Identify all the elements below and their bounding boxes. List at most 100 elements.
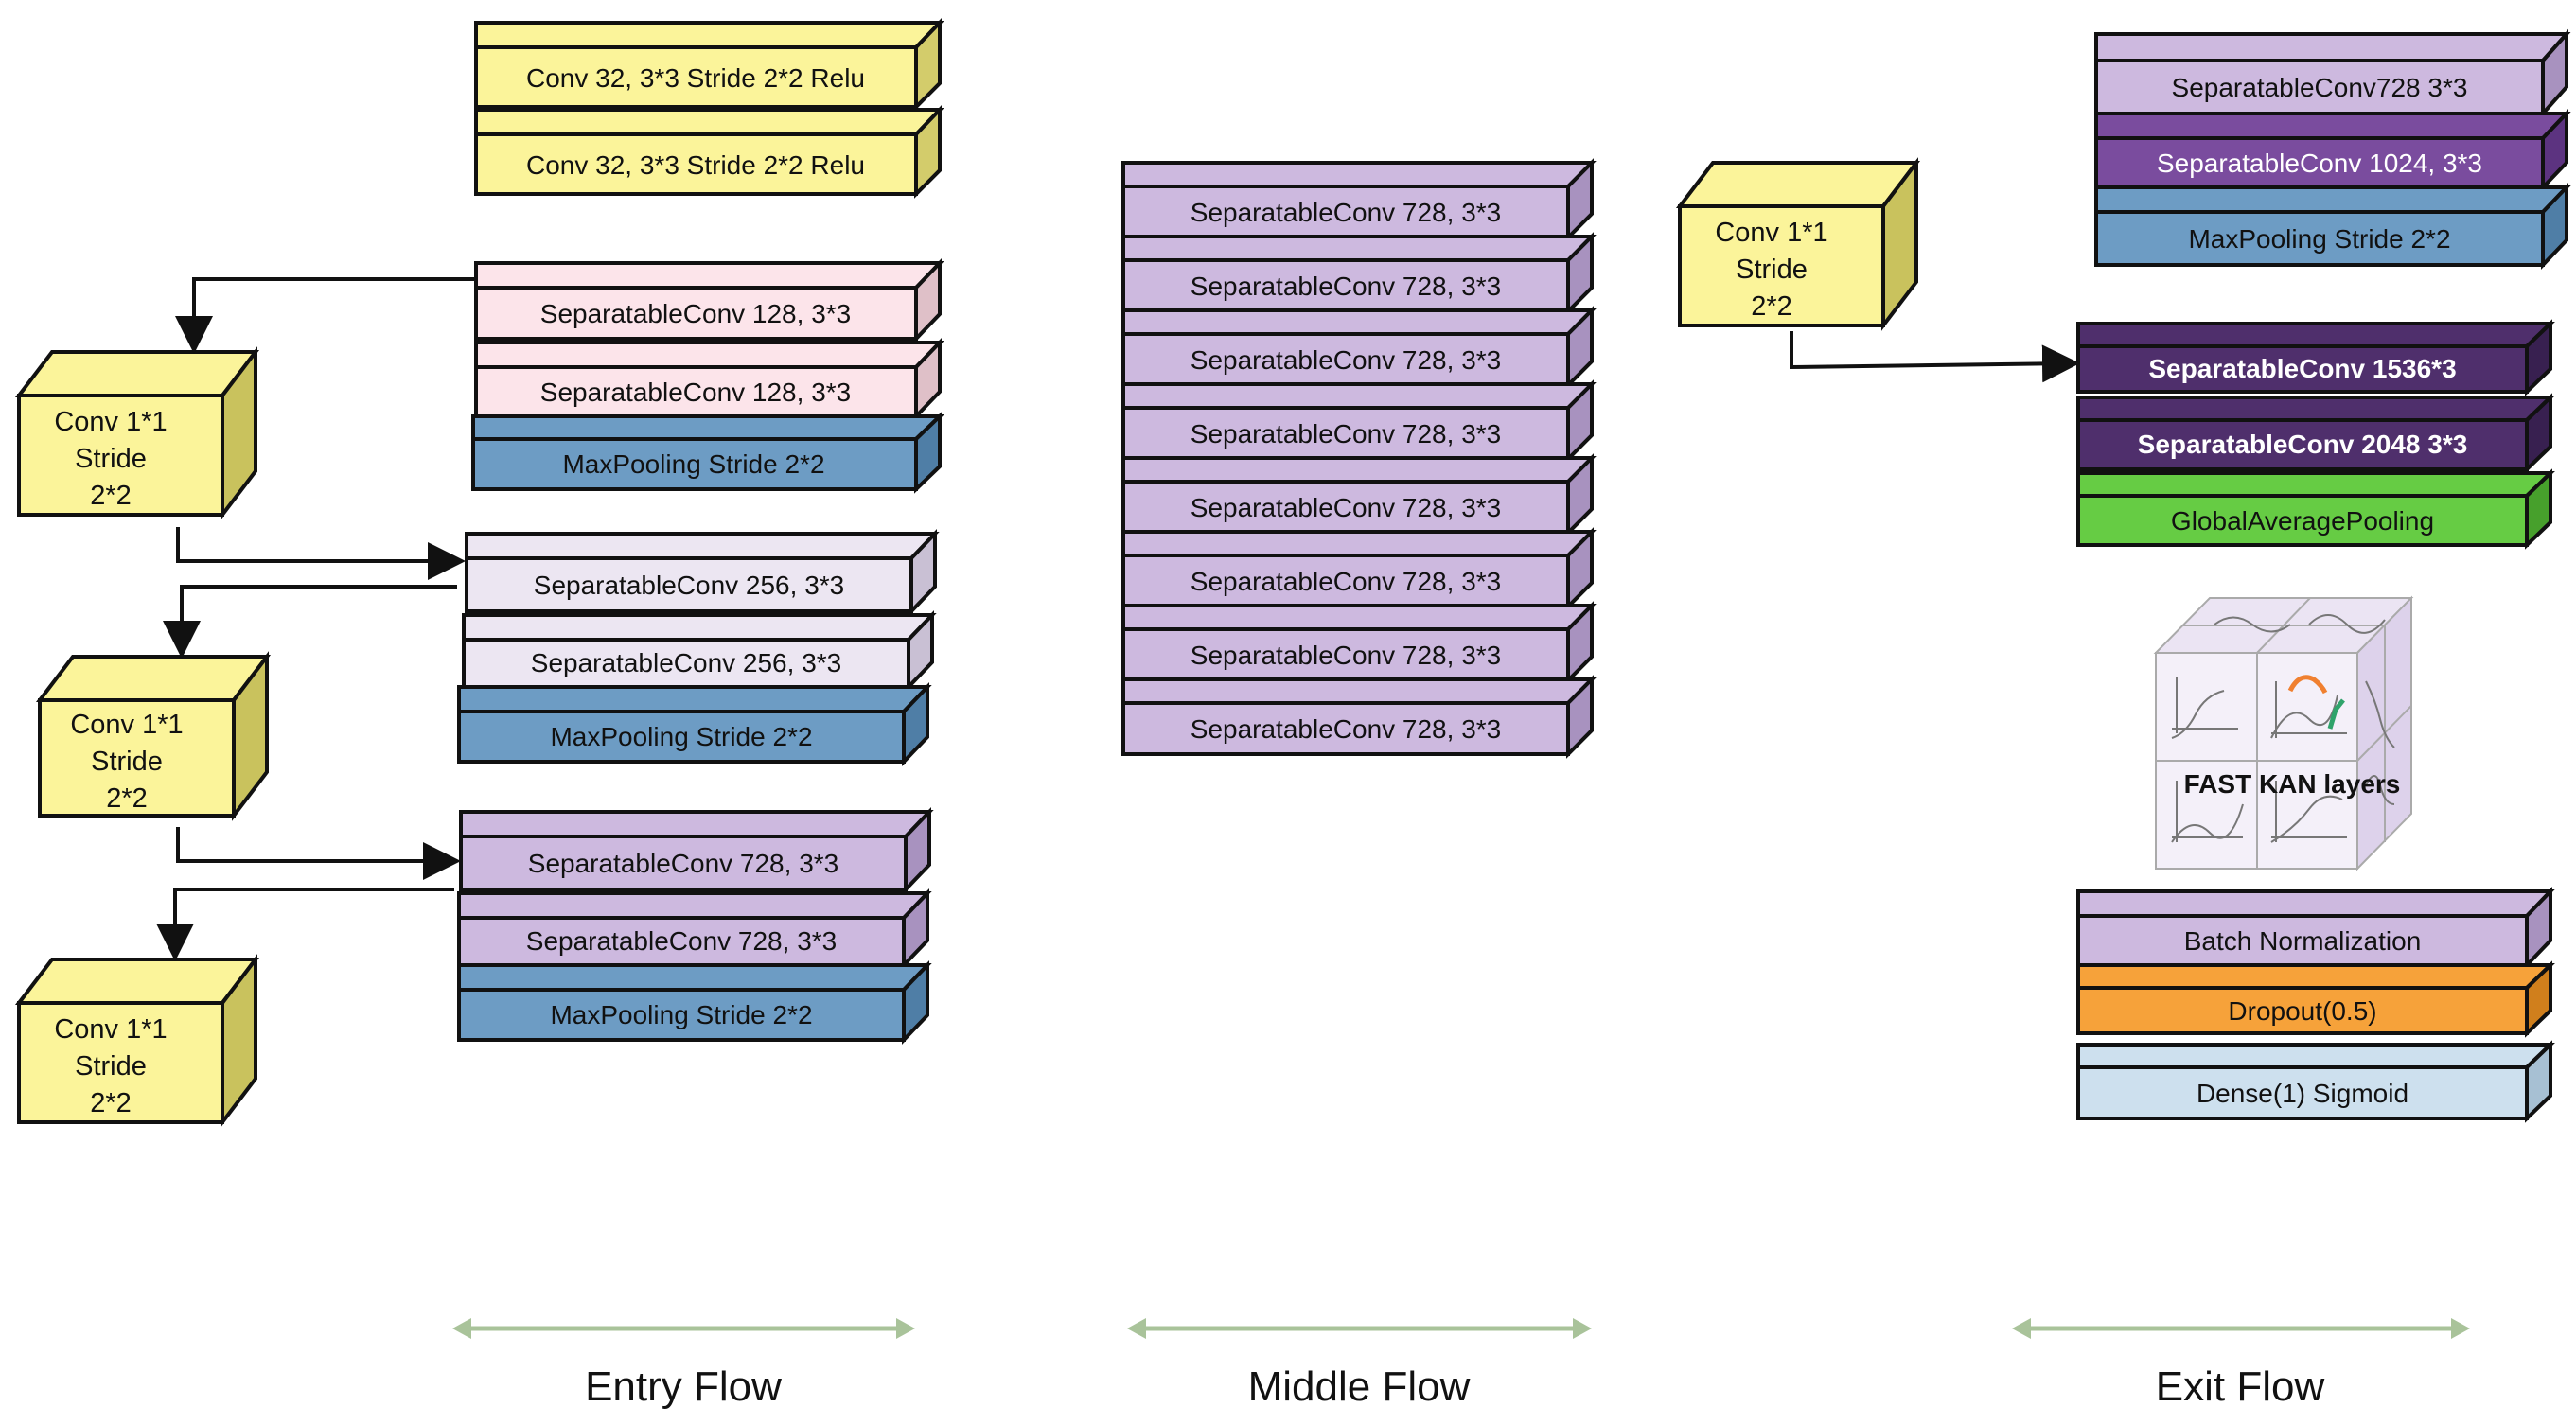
- exit-cube-line2: Stride: [1736, 255, 1808, 285]
- arrow-exit-cube-to-sep1536: [1790, 331, 2080, 383]
- maxpool-label-3: MaxPooling Stride 2*2: [550, 1000, 812, 1029]
- cube3-line1: Conv 1*1: [54, 1014, 167, 1045]
- maxpool-block-2: MaxPooling Stride 2*2: [457, 682, 932, 766]
- fast-kan-cube: FAST KAN layers: [2153, 595, 2414, 871]
- exit-sep728-block: SeparatableConv728 3*3: [2094, 28, 2571, 119]
- conv32-label-a: Conv 32, 3*3 Stride 2*2 Relu: [526, 63, 865, 93]
- cube1-line3: 2*2: [90, 481, 132, 511]
- arrow-cube2-to-sep728: [176, 827, 461, 880]
- entry-flow-label: Entry Flow: [585, 1363, 782, 1410]
- middle-flow-arrowhead-right: [1573, 1318, 1592, 1339]
- cube3-line3: 2*2: [90, 1088, 132, 1118]
- exit-sep728-label: SeparatableConv728 3*3: [2172, 73, 2468, 102]
- maxpool-label-2: MaxPooling Stride 2*2: [550, 722, 812, 751]
- exit-maxpool-label: MaxPooling Stride 2*2: [2188, 224, 2450, 254]
- kan-highlight-curve-orange: [2287, 675, 2328, 695]
- middle-sep728-label: SeparatableConv 728, 3*3: [1191, 272, 1501, 301]
- sep728-block-b: SeparatableConv 728, 3*3: [457, 888, 932, 970]
- sep256-block-a: SeparatableConv 256, 3*3: [465, 529, 940, 616]
- conv32-block-a: Conv 32, 3*3 Stride 2*2 Relu: [474, 18, 944, 112]
- middle-sep728-label: SeparatableConv 728, 3*3: [1191, 198, 1501, 227]
- exit-flow: Conv 1*1 Stride 2*2 SeparatableConv728 3…: [1675, 28, 2571, 1410]
- maxpool-block-1: MaxPooling Stride 2*2: [471, 412, 944, 494]
- middle-sep728-label: SeparatableConv 728, 3*3: [1191, 714, 1501, 744]
- kan-curve-icons: [2171, 614, 2395, 843]
- exit-dense-label: Dense(1) Sigmoid: [2197, 1079, 2408, 1108]
- middle-sep728-block: SeparatableConv 728, 3*3: [1121, 453, 1597, 537]
- middle-sep728-block: SeparatableConv 728, 3*3: [1121, 379, 1597, 464]
- sep728-label-b: SeparatableConv 728, 3*3: [526, 926, 837, 956]
- sep128-label-b: SeparatableConv 128, 3*3: [540, 378, 851, 407]
- shortcut-cube-2: Conv 1*1 Stride 2*2: [35, 651, 272, 821]
- middle-sep728-label: SeparatableConv 728, 3*3: [1191, 345, 1501, 375]
- exit-shortcut-cube: Conv 1*1 Stride 2*2: [1675, 157, 1921, 331]
- exit-batchnorm-label: Batch Normalization: [2184, 926, 2422, 956]
- cube2-line1: Conv 1*1: [70, 710, 183, 740]
- arrow-sep128-to-cube1: [175, 277, 476, 354]
- middle-flow: SeparatableConv 728, 3*3SeparatableConv …: [1121, 158, 1597, 1410]
- arrow-sep728-to-cube3: [156, 888, 454, 961]
- arrow-cube1-to-sep256: [176, 527, 466, 580]
- shortcut-cube-1: Conv 1*1 Stride 2*2: [14, 346, 260, 520]
- middle-flow-label: Middle Flow: [1248, 1363, 1471, 1410]
- middle-sep728-label: SeparatableConv 728, 3*3: [1191, 567, 1501, 596]
- sep256-block-b: SeparatableConv 256, 3*3: [462, 610, 937, 692]
- exit-dropout-block: Dropout(0.5): [2076, 960, 2555, 1038]
- exit-sep2048-label: SeparatableConv 2048 3*3: [2138, 430, 2468, 459]
- exit-gap-block: GlobalAveragePooling: [2076, 468, 2555, 550]
- exit-dropout-label: Dropout(0.5): [2228, 996, 2376, 1026]
- sep128-block-a: SeparatableConv 128, 3*3: [474, 258, 944, 343]
- entry-flow-label-group: Entry Flow: [452, 1318, 915, 1410]
- exit-batchnorm-block: Batch Normalization: [2076, 887, 2555, 970]
- middle-flow-label-group: Middle Flow: [1127, 1318, 1592, 1410]
- exit-flow-label: Exit Flow: [2156, 1363, 2325, 1410]
- middle-sep728-block: SeparatableConv 728, 3*3: [1121, 232, 1597, 316]
- middle-sep728-block: SeparatableConv 728, 3*3: [1121, 158, 1597, 242]
- conv32-block-b: Conv 32, 3*3 Stride 2*2 Relu: [474, 105, 944, 199]
- entry-flow: Conv 32, 3*3 Stride 2*2 Relu Conv 32, 3*…: [14, 18, 944, 1410]
- cube2-line2: Stride: [91, 747, 163, 777]
- middle-sep728-label: SeparatableConv 728, 3*3: [1191, 419, 1501, 449]
- exit-maxpool-block: MaxPooling Stride 2*2: [2094, 183, 2571, 270]
- middle-sep728-block: SeparatableConv 728, 3*3: [1121, 306, 1597, 390]
- exit-sep1536-block: SeparatableConv 1536*3: [2076, 319, 2555, 396]
- exit-cube-line1: Conv 1*1: [1715, 218, 1827, 248]
- exit-sep1024-block: SeparatableConv 1024, 3*3: [2094, 109, 2571, 192]
- conv32-label-b: Conv 32, 3*3 Stride 2*2 Relu: [526, 150, 865, 180]
- sep128-label-a: SeparatableConv 128, 3*3: [540, 299, 851, 328]
- maxpool-block-3: MaxPooling Stride 2*2: [457, 960, 932, 1045]
- kan-highlight-curve-green: [2327, 698, 2345, 730]
- middle-sep728-label: SeparatableConv 728, 3*3: [1191, 641, 1501, 670]
- exit-sep1536-label: SeparatableConv 1536*3: [2148, 354, 2456, 383]
- sep728-block-a: SeparatableConv 728, 3*3: [459, 807, 934, 894]
- exit-sep1024-label: SeparatableConv 1024, 3*3: [2157, 149, 2482, 178]
- sep256-label-b: SeparatableConv 256, 3*3: [531, 648, 841, 677]
- entry-flow-arrows: [156, 277, 476, 961]
- middle-flow-blocks: SeparatableConv 728, 3*3SeparatableConv …: [1121, 158, 1597, 759]
- middle-sep728-block: SeparatableConv 728, 3*3: [1121, 527, 1597, 611]
- arrow-sep256-to-cube2: [163, 585, 457, 659]
- cube2-line3: 2*2: [106, 783, 148, 814]
- exit-dense-block: Dense(1) Sigmoid: [2076, 1040, 2555, 1123]
- middle-flow-arrowhead-left: [1127, 1318, 1146, 1339]
- sep728-label-a: SeparatableConv 728, 3*3: [528, 849, 838, 878]
- exit-flow-label-group: Exit Flow: [2012, 1318, 2470, 1410]
- middle-sep728-label: SeparatableConv 728, 3*3: [1191, 493, 1501, 522]
- entry-flow-arrowhead-right: [896, 1318, 915, 1339]
- middle-sep728-block: SeparatableConv 728, 3*3: [1121, 601, 1597, 685]
- cube3-line2: Stride: [75, 1051, 147, 1082]
- cube1-line2: Stride: [75, 444, 147, 474]
- exit-flow-arrowhead-right: [2451, 1318, 2470, 1339]
- exit-sep2048-block: SeparatableConv 2048 3*3: [2076, 393, 2555, 474]
- maxpool-label-1: MaxPooling Stride 2*2: [562, 449, 824, 479]
- middle-sep728-block: SeparatableConv 728, 3*3: [1121, 675, 1597, 759]
- exit-gap-label: GlobalAveragePooling: [2171, 506, 2434, 536]
- entry-flow-arrowhead-left: [452, 1318, 471, 1339]
- exit-flow-arrowhead-left: [2012, 1318, 2031, 1339]
- exit-cube-line3: 2*2: [1751, 291, 1792, 322]
- shortcut-cube-3: Conv 1*1 Stride 2*2: [14, 954, 260, 1128]
- sep128-block-b: SeparatableConv 128, 3*3: [474, 338, 944, 421]
- cube1-line1: Conv 1*1: [54, 407, 167, 437]
- sep256-label-a: SeparatableConv 256, 3*3: [534, 571, 844, 600]
